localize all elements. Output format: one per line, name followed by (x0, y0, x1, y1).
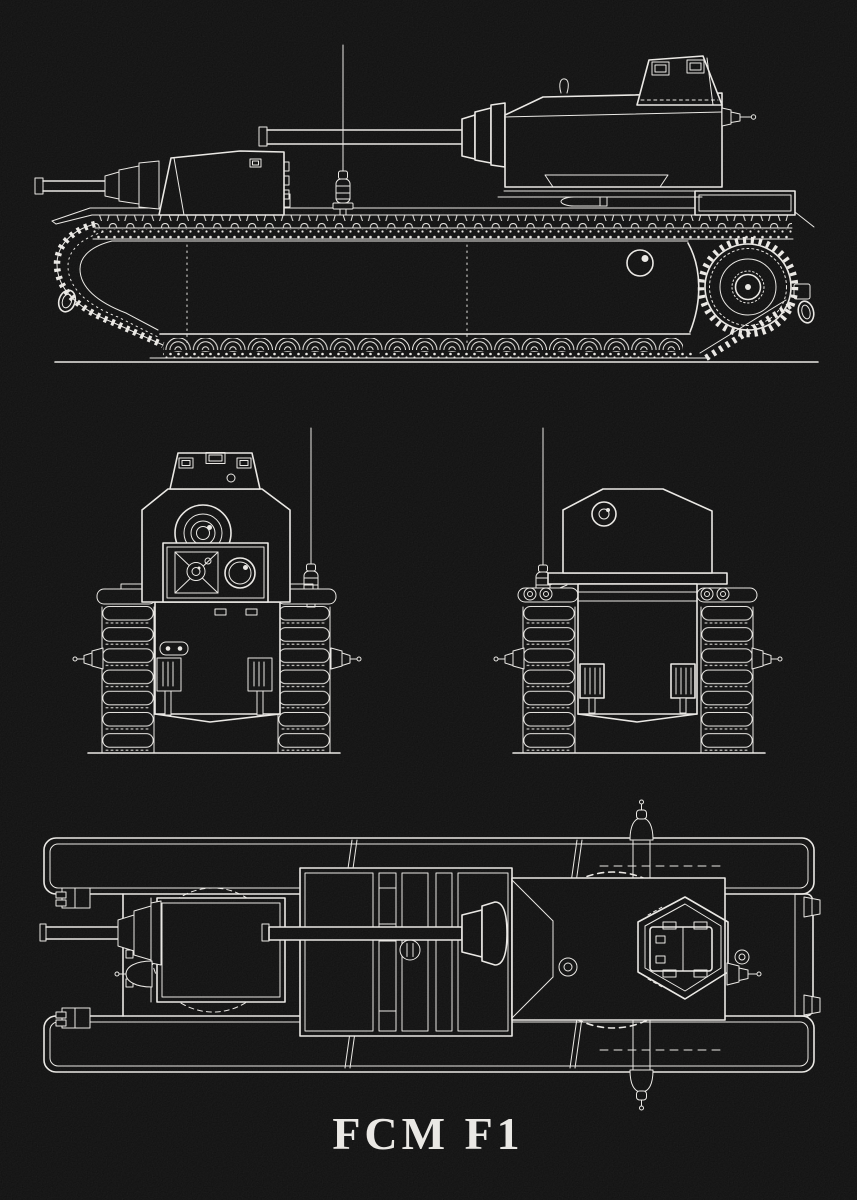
paper-noise-overlay (0, 0, 857, 1200)
blueprint-poster: FCM F1 (0, 0, 857, 1200)
tank-blueprint-drawing: FCM F1 (0, 0, 857, 1200)
